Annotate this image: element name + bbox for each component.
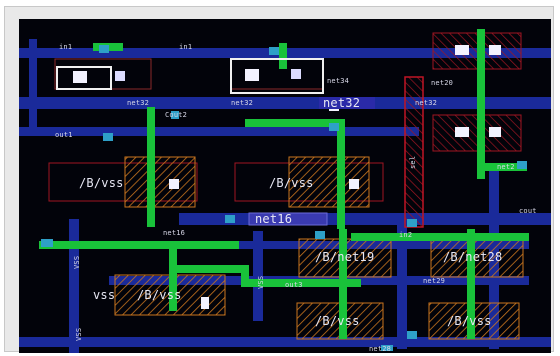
label-vss-rot-2: VSS: [257, 275, 265, 289]
transistor-net28: [430, 238, 524, 278]
label-vss-left: /B/vss: [79, 176, 124, 190]
selected-cell-in1-left[interactable]: [56, 66, 112, 90]
metal1-strap-vss-1: [69, 219, 79, 353]
label-net32-a: net32: [127, 99, 150, 107]
label-vss-bottom: vss: [93, 288, 116, 302]
metal2-wire-9: [241, 279, 361, 287]
metal1-rail-out1: [19, 127, 419, 136]
label-net16-big: net16: [255, 212, 293, 226]
cell-in1-right: [230, 58, 324, 90]
metal2-wire-7: [169, 265, 249, 273]
metal2-wire-11: [467, 229, 475, 339]
label-vss-rot-3: VSS: [75, 327, 83, 341]
metal1-strap-left: [29, 39, 37, 129]
label-out3: out3: [285, 281, 303, 289]
label-net29: net29: [423, 277, 446, 285]
label-cout: cout: [519, 207, 537, 215]
label-cout2: Cout2: [165, 111, 188, 119]
label-net32-b: net32: [231, 99, 254, 107]
label-in1-b: in1: [179, 43, 193, 51]
metal2-wire-1: [147, 107, 155, 227]
metal2-wire-3: [477, 29, 485, 179]
label-net28: /B/net28: [443, 250, 503, 264]
net16-label-box: [248, 212, 328, 226]
metal2-wire-12: [351, 233, 529, 241]
label-vss-b2: /B/vss: [447, 314, 492, 328]
label-net20: net20: [431, 79, 454, 87]
label-net32-big: net32: [323, 96, 361, 110]
label-net32-c: net32: [415, 99, 438, 107]
label-net34: net34: [327, 77, 350, 85]
label-vss-rot-1: VSS: [73, 255, 81, 269]
layout-canvas[interactable]: in1 in1 net34 net32 net32 net32 net32 Co…: [19, 19, 551, 353]
metal2-wire-14: [279, 43, 287, 69]
metal1-rail-mid: [39, 241, 529, 249]
selected-cell-in1-right[interactable]: [230, 58, 324, 94]
transistor-vss-left: [48, 162, 198, 202]
transistor-vss-left-diff: [124, 156, 196, 208]
metal2-wire-8: [241, 265, 249, 287]
label-vss-mid: /B/vss: [269, 176, 314, 190]
label-vss-bottom-big: /B/vss: [137, 288, 182, 302]
layout-window-frame: in1 in1 net34 net32 net32 net32 net32 Co…: [4, 6, 554, 353]
metal1-strap-vss-2: [253, 231, 263, 321]
vias-group: [41, 45, 527, 351]
metal2-wire-10: [339, 229, 347, 339]
label-in1-a: in1: [59, 43, 73, 51]
layout-drawing: [19, 29, 551, 353]
metal2-wire-2: [337, 119, 345, 229]
metal1-rail-bottom: [19, 337, 551, 347]
label-net2: net2: [497, 163, 515, 171]
label-in2: in2: [399, 231, 413, 239]
metal2-wire-4: [477, 163, 527, 171]
metal1-strap-center: [397, 219, 407, 349]
metal2-wire-6: [169, 241, 177, 311]
metal1-rail-net32: [19, 97, 551, 109]
label-net28-bottom: net28: [369, 345, 392, 353]
net32-label-box: [319, 97, 375, 109]
cell-in1-left: [54, 58, 152, 90]
label-net16-small: net16: [163, 229, 186, 237]
metal2-wire-5: [39, 241, 239, 249]
label-out1: out1: [55, 131, 73, 139]
label-sel-vertical: sel: [409, 155, 417, 169]
metal2-wire-13: [245, 119, 345, 127]
label-vss-b1: /B/vss: [315, 314, 360, 328]
label-net19: /B/net19: [315, 250, 375, 264]
